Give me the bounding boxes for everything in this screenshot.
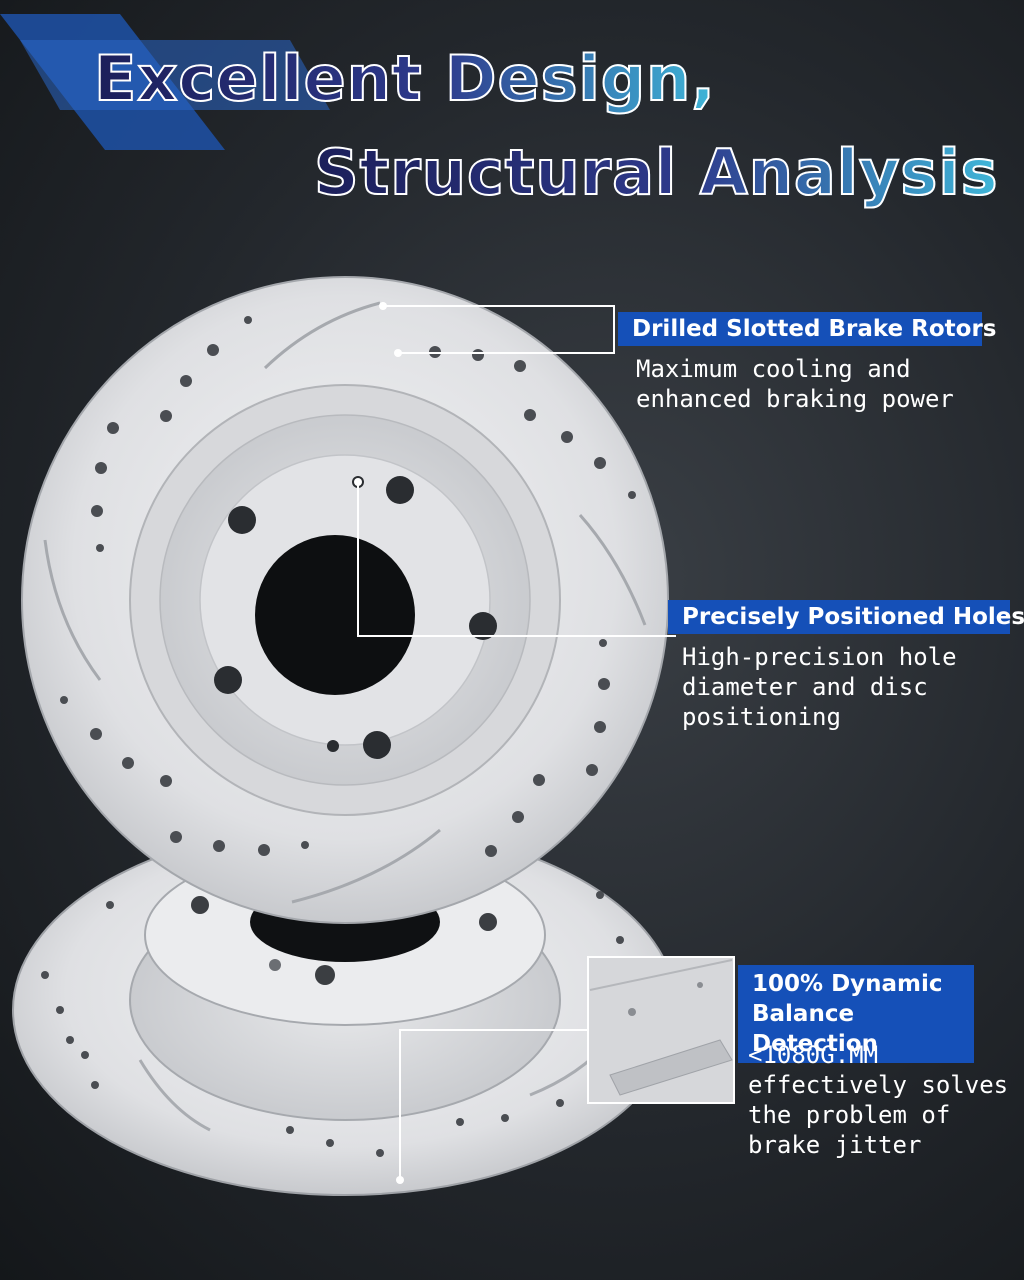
leader-line-balance (399, 1029, 588, 1180)
callout-desc-balance: <1080G.MM effectively solves the problem… (748, 1041, 1009, 1159)
page-title-line1: Excellent Design, (93, 41, 716, 116)
callout-desc-holes: High-precision hole diameter and disc po… (682, 643, 957, 731)
callout-desc-rotors: Maximum cooling and enhanced braking pow… (636, 355, 954, 413)
page-title-line2: Structural Analysis (313, 135, 999, 210)
callout-heading-rotors: Drilled Slotted Brake Rotors (618, 312, 997, 346)
accent-stripes (0, 14, 330, 150)
balance-inset-image (587, 956, 735, 1104)
callout-heading-balance: 100% Dynamic Balance Detection (738, 965, 974, 1063)
callout-heading-holes: Precisely Positioned Holes (668, 600, 1024, 634)
leader-line-holes (357, 482, 676, 637)
front-rotor (21, 276, 669, 924)
back-rotor (12, 824, 678, 1196)
leader-line-rotors (383, 305, 615, 354)
